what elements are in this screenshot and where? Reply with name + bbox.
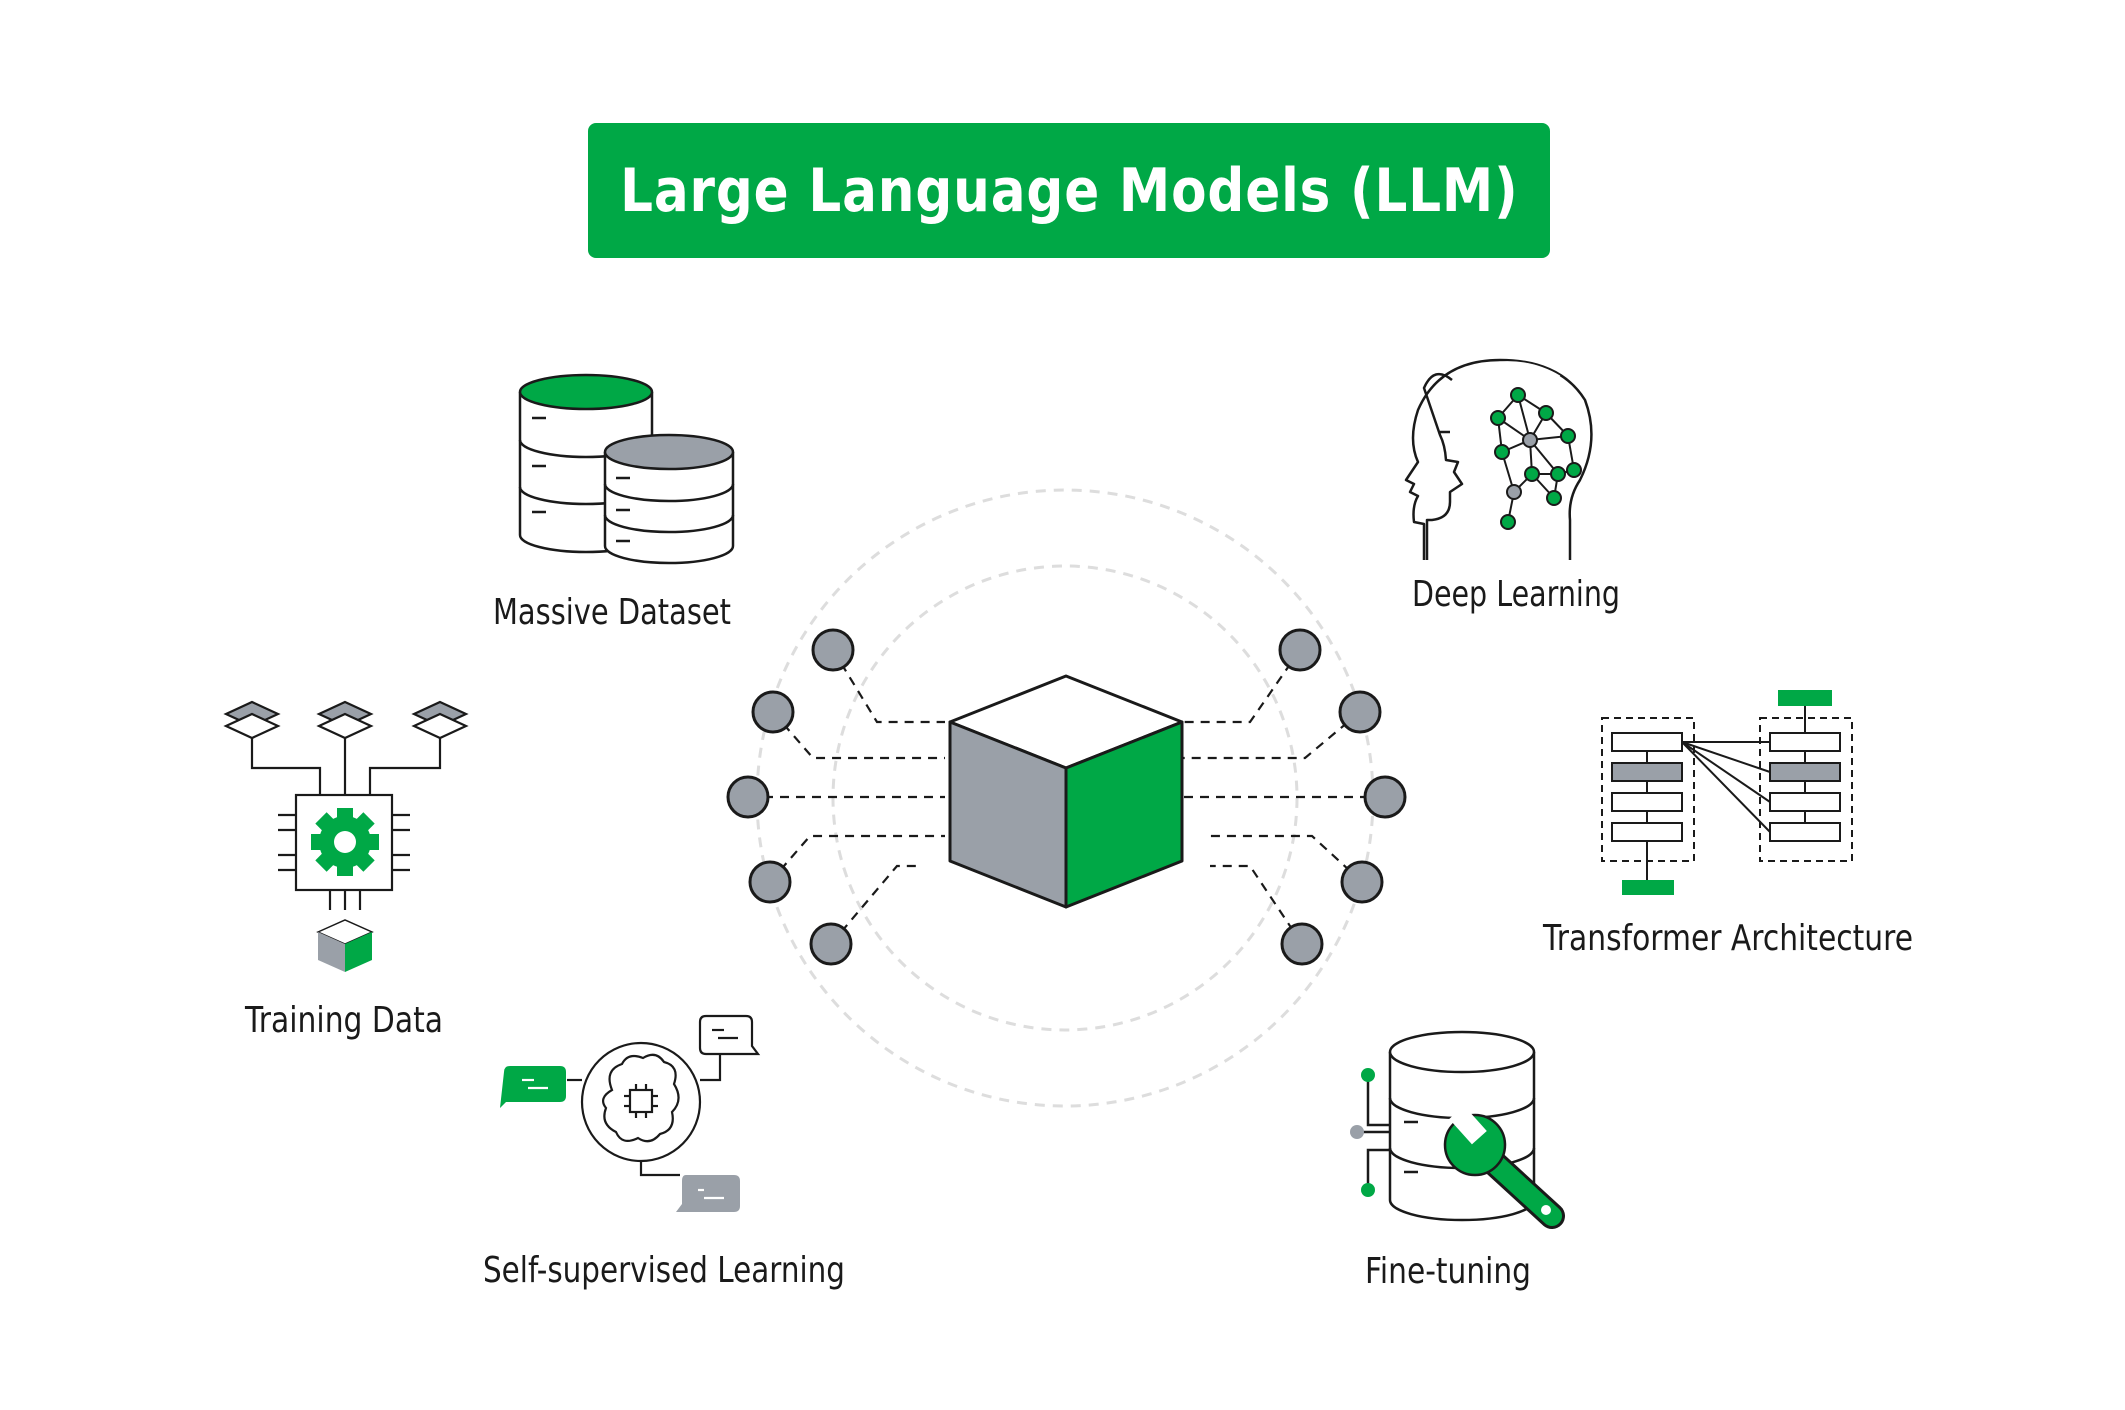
cube-right-face [1064, 720, 1184, 909]
database-stack-icon [518, 373, 735, 565]
chat-bubble-green [500, 1066, 566, 1108]
node-left-5 [809, 922, 853, 966]
hub-nodes [726, 628, 1407, 966]
brain-network-head-icon [1404, 358, 1593, 560]
central-cube-icon [948, 674, 1184, 909]
gear-icon [311, 808, 379, 876]
node-left-2 [751, 690, 795, 734]
self-supervised-learning-label: Self-supervised Learning [483, 1250, 845, 1291]
wrench-icon [1443, 1105, 1565, 1229]
processor-gear-icon [223, 700, 469, 972]
node-right-5 [1280, 922, 1324, 966]
connector-left-2 [772, 711, 945, 760]
transformer-blocks-icon [1601, 690, 1853, 895]
node-left-3 [726, 775, 770, 819]
connector-left-5 [830, 864, 920, 945]
chat-bubble-gray [676, 1175, 740, 1212]
input-diamonds [223, 700, 469, 740]
database-wrench-icon [1350, 1030, 1565, 1229]
chat-bubble-white [698, 1014, 761, 1056]
connector-right-4 [1210, 834, 1363, 883]
brain-chat-icon [500, 1014, 761, 1212]
training-data-label: Training Data [244, 1000, 443, 1041]
connector-left-1 [832, 649, 945, 724]
node-left-1 [811, 628, 855, 672]
brain-icon [602, 1053, 680, 1143]
node-right-1 [1278, 628, 1322, 672]
page-title: Large Language Models (LLM) [619, 155, 1519, 226]
deep-learning-label: Deep Learning [1412, 574, 1620, 615]
massive-dataset-label: Massive Dataset [493, 592, 731, 633]
output-cube [316, 919, 374, 972]
node-right-3 [1363, 775, 1407, 819]
connector-right-5 [1210, 864, 1303, 945]
connector-right-1 [1180, 649, 1301, 724]
node-right-4 [1340, 860, 1384, 904]
connector-right-2 [1180, 711, 1361, 760]
fine-tuning-label: Fine-tuning [1365, 1251, 1531, 1292]
title-banner: Large Language Models (LLM) [588, 123, 1550, 258]
connector-left-4 [769, 834, 945, 883]
transformer-architecture-label: Transformer Architecture [1542, 918, 1913, 959]
node-left-4 [748, 860, 792, 904]
node-right-2 [1338, 690, 1382, 734]
